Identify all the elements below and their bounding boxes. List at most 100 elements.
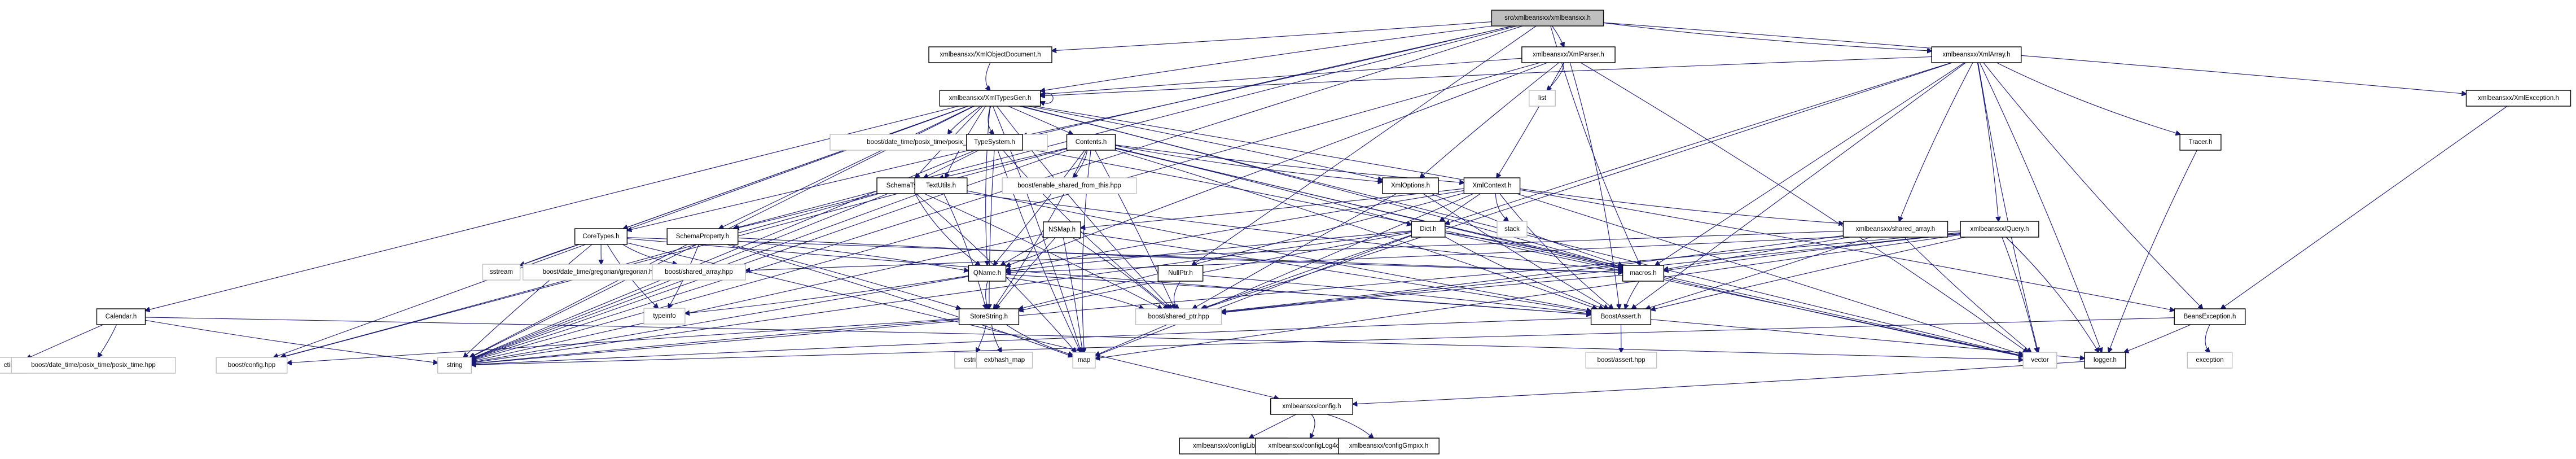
edge-root-to-schemaproperty (733, 25, 1517, 229)
node-nullptr[interactable]: NullPtr.h (1157, 265, 1204, 282)
node-stack: stack (1497, 221, 1528, 238)
node-xmlobjectdocument[interactable]: xmlbeansxx/XmlObjectDocument.h (928, 46, 1052, 63)
node-label: vector (2031, 357, 2048, 364)
node-box (2022, 352, 2057, 369)
edge-xmlparser-to-vector (1580, 62, 2028, 352)
node-storestring[interactable]: StoreString.h (958, 308, 1020, 325)
edge-dict-to-macros (1445, 232, 1623, 269)
node-contents[interactable]: Contents.h (1066, 134, 1116, 151)
node-box (1043, 221, 1081, 238)
edge-xmlcontext-to-map (1095, 193, 1474, 355)
node-box (1382, 177, 1439, 194)
node-xmlarray[interactable]: xmlbeansxx/XmlArray.h (1931, 46, 2022, 63)
node-box (1960, 221, 2039, 238)
edge-xmlparser-to-xmloptions (1420, 62, 1559, 178)
edge-boostassert-to-logger (1651, 319, 2085, 359)
node-xmlparser[interactable]: xmlbeansxx/XmlParser.h (1521, 46, 1616, 63)
node-label: NullPtr.h (1168, 270, 1192, 277)
node-label: stack (1504, 226, 1520, 233)
node-label: CoreTypes.h (582, 233, 619, 240)
node-label: xmlbeansxx/XmlException.h (2478, 95, 2559, 102)
edge-qname-to-storestring (986, 281, 989, 309)
edge-qname-to-boostassert (1006, 274, 1591, 314)
node-box (652, 264, 746, 281)
edge-storestring-to-map (1006, 324, 1073, 355)
edge-contents-to-sharedptr (1095, 150, 1175, 309)
edge-contents-to-boostassert (1114, 150, 1597, 309)
edge-calendar-to-ctime (27, 324, 104, 359)
node-typesystem[interactable]: TypeSystem.h (966, 134, 1023, 151)
node-calendar[interactable]: Calendar.h (96, 308, 146, 325)
node-label: list (1538, 95, 1547, 102)
edge-dict-to-vector (1445, 232, 2023, 356)
edge-beansexception-to-exception (2205, 324, 2210, 352)
node-schemaproperty[interactable]: SchemaProperty.h (666, 228, 739, 245)
node-xmlcontext[interactable]: XmlContext.h (1463, 177, 1521, 194)
node-logger[interactable]: logger.h (2084, 352, 2126, 369)
node-qname[interactable]: QName.h (968, 265, 1007, 282)
node-tracer[interactable]: Tracer.h (2179, 134, 2222, 151)
edge-nsmap-to-string (471, 233, 1044, 361)
node-root[interactable]: src/xmlbeansxx/xmlbeansxx.h (1491, 10, 1604, 27)
node-query[interactable]: xmlbeansxx/Query.h (1960, 221, 2039, 238)
node-xmloptions[interactable]: XmlOptions.h (1382, 177, 1439, 194)
edge-nullptr-to-sharedptr (1173, 281, 1181, 309)
node-xmltypesgen[interactable]: xmlbeansxx/XmlTypesGen.h (939, 90, 1041, 107)
node-label: exception (2196, 357, 2223, 364)
edge-query-to-macros (1664, 234, 1961, 271)
edge-calendar-to-vector (145, 317, 2024, 360)
node-beansexception[interactable]: BeansException.h (2174, 308, 2246, 325)
edge-boostassert-to-string (471, 317, 1591, 365)
node-box (1270, 398, 1353, 415)
edge-qname-to-string (471, 276, 969, 362)
node-configgmpxx[interactable]: xmlbeansxx/configGmpxx.h (1338, 438, 1440, 454)
node-box (1338, 438, 1440, 454)
node-textutils[interactable]: TextUtils.h (914, 177, 968, 194)
edge-root-to-coretypes (627, 25, 1513, 230)
edge-xmlcontext-to-qname (1006, 190, 1464, 270)
edge-nsmap-to-boostassert (1081, 232, 1591, 312)
edge-xmlcontext-to-stack (1495, 193, 1508, 221)
edge-xmltypesgen-to-xmltypesgen (1041, 93, 1054, 103)
edge-xmltypesgen-to-xmloptions (1028, 106, 1383, 180)
node-sharedarrayh[interactable]: xmlbeansxx/shared_array.h (1842, 221, 1949, 238)
node-box (2187, 352, 2233, 369)
edge-xmlarray-to-vector (1977, 62, 2038, 352)
node-enableshared: boost/enable_shared_from_this.hpp (1002, 177, 1137, 194)
edge-schemaproperty-to-qname (738, 241, 969, 271)
node-label: boost/enable_shared_from_this.hpp (1017, 182, 1121, 189)
node-coretypes[interactable]: CoreTypes.h (574, 228, 628, 245)
node-exception: exception (2187, 352, 2233, 369)
node-box (976, 352, 1033, 369)
node-label: xmlbeansxx/config.h (1282, 403, 1341, 410)
node-label: boost/date_time/posix_time/posix_time.hp… (31, 362, 156, 369)
edge-storestring-to-string (471, 319, 959, 364)
edge-typesystem-to-sharedptr (1002, 150, 1170, 309)
node-label: logger.h (2094, 357, 2117, 364)
edge-contents-to-enableshared (1073, 150, 1088, 178)
edge-xmlarray-to-xmltypesgen (1041, 56, 1932, 96)
edges-layer (27, 21, 2508, 438)
node-nsmap[interactable]: NSMap.h (1043, 221, 1081, 238)
edge-root-to-xmlparser (1552, 25, 1564, 47)
edge-schemaproperty-to-string (469, 244, 688, 357)
node-box (1521, 46, 1616, 63)
edge-config-to-configlog4cxx (1310, 414, 1315, 438)
edge-schematype-to-macros (938, 189, 1623, 271)
node-xmlexception[interactable]: xmlbeansxx/XmlException.h (2465, 90, 2571, 107)
node-config[interactable]: xmlbeansxx/config.h (1270, 398, 1353, 415)
edge-macros-to-boostassert (1625, 281, 1640, 309)
node-box (1497, 221, 1528, 238)
node-boostassert[interactable]: BoostAssert.h (1590, 308, 1652, 325)
node-box (2465, 90, 2571, 107)
node-label: ext/hash_map (984, 357, 1025, 364)
node-label: StoreString.h (970, 313, 1008, 320)
edge-calendar-to-string (145, 320, 438, 362)
edge-dict-to-boostassert (1445, 237, 1604, 309)
node-dict[interactable]: Dict.h (1411, 221, 1446, 238)
edge-schemaproperty-to-storestring (730, 244, 960, 309)
edge-sharedarrayh-to-sharedptr (1222, 235, 1844, 311)
edge-beansexception-to-logger (2124, 324, 2191, 352)
edge-contents-to-xmlcontext (1115, 145, 1464, 183)
node-macros[interactable]: macros.h (1622, 265, 1665, 282)
